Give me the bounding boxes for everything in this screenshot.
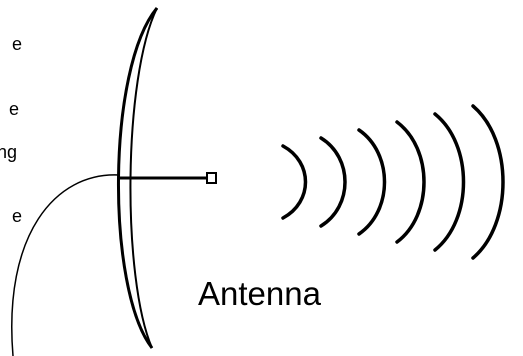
signal-wave-4 <box>395 120 426 244</box>
cable <box>11 174 120 356</box>
signal-wave-1 <box>281 144 308 220</box>
antenna-label: Antenna <box>198 275 321 312</box>
signal-wave-5 <box>433 112 466 252</box>
signal-wave-3 <box>357 128 387 236</box>
clipped-text-3: ng <box>0 142 18 162</box>
clipped-text-1: e <box>12 34 23 54</box>
signal-waves <box>281 104 505 260</box>
clipped-text-4: e <box>12 206 23 226</box>
signal-wave-2 <box>319 136 347 228</box>
feed-horn <box>206 172 217 184</box>
clipped-text-2: e <box>9 99 20 119</box>
dish-outer-curve <box>117 7 159 349</box>
signal-wave-6 <box>471 104 505 260</box>
